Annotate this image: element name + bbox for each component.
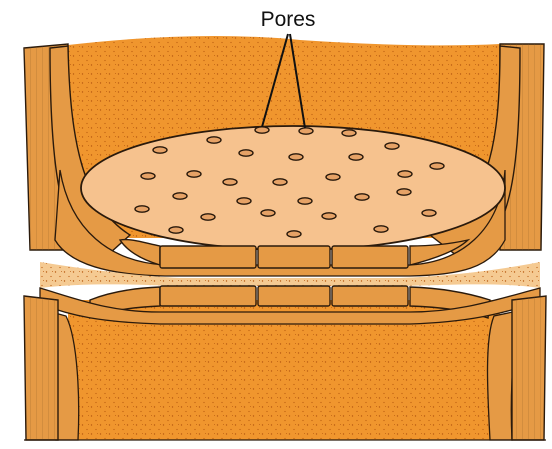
pore — [398, 171, 412, 177]
pore — [141, 173, 155, 179]
pore — [255, 127, 269, 133]
pore — [223, 179, 237, 185]
pore — [355, 194, 369, 200]
pore — [385, 143, 399, 149]
pore — [239, 150, 253, 156]
pore — [261, 210, 275, 216]
pore — [342, 130, 356, 136]
pore — [287, 231, 301, 237]
pore — [207, 137, 221, 143]
pore — [349, 154, 363, 160]
pore — [422, 210, 436, 216]
pore — [237, 198, 251, 204]
pore — [430, 163, 444, 169]
pore — [169, 227, 183, 233]
pore — [135, 206, 149, 212]
pore — [173, 193, 187, 199]
upper-sieve-tube-cell — [24, 36, 544, 276]
lower-sieve-tube-cell — [24, 286, 546, 440]
pore — [187, 171, 201, 177]
pore — [374, 226, 388, 232]
pore — [322, 213, 336, 219]
pore — [289, 154, 303, 160]
pore — [326, 174, 340, 180]
pore — [153, 147, 167, 153]
pore — [299, 128, 313, 134]
pore — [298, 198, 312, 204]
pores-label: Pores — [261, 8, 316, 31]
pore — [273, 179, 287, 185]
pore — [397, 189, 411, 195]
pore — [201, 214, 215, 220]
